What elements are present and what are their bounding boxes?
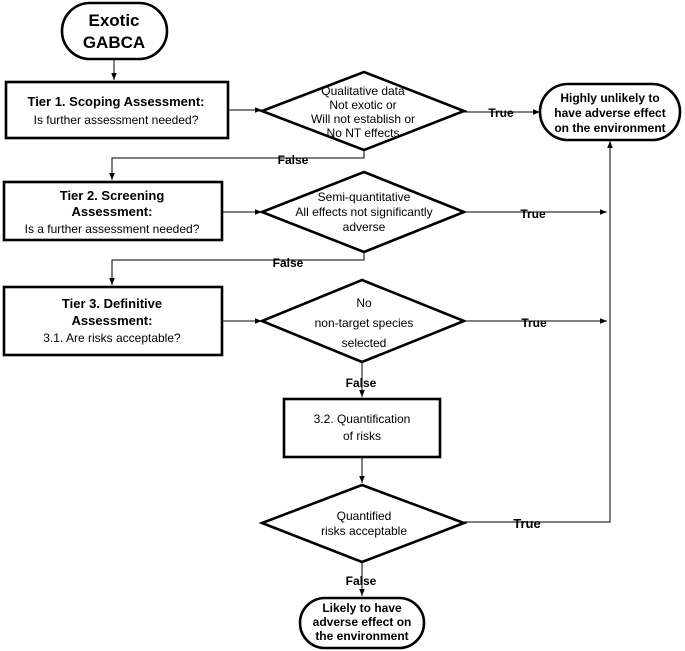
decision2-line1: Semi-quantitative <box>318 190 411 204</box>
decision1-line1: Qualitative data <box>321 84 405 98</box>
outcome-adverse-line2: adverse effect on <box>313 615 412 629</box>
start-line2: GABCA <box>83 33 145 52</box>
edge-labels: True False True False True False True Fa… <box>273 106 547 588</box>
start-line1: Exotic <box>88 11 139 30</box>
quantification-line2: of risks <box>343 429 381 443</box>
decision4-line2: risks acceptable <box>321 524 407 538</box>
outcome-adverse-line3: the environment <box>315 629 408 643</box>
start-node: Exotic GABCA <box>60 1 169 61</box>
tier2-title-line2: Assessment: <box>72 204 153 219</box>
arrow-decision4-true <box>464 141 613 523</box>
tier2-box: Tier 2. Screening Assessment: Is a furth… <box>2 180 224 242</box>
tier1-title: Tier 1. Scoping Assessment: <box>27 94 204 109</box>
connectors <box>109 58 613 596</box>
label-true-decision2: True <box>520 207 546 221</box>
outcome-safe-node: Highly unlikely to have adverse effect o… <box>538 82 682 142</box>
decision1-line4: No NT effects <box>327 126 400 140</box>
tier2-question: Is a further assessment needed? <box>25 222 200 236</box>
tier3-question: 3.1. Are risks acceptable? <box>43 331 181 345</box>
tier3-title-line1: Tier 3. Definitive <box>62 296 162 311</box>
decision1-line3: Will not establish or <box>311 112 415 126</box>
outcome-adverse-node: Likely to have adverse effect on the env… <box>298 596 426 650</box>
decision1-diamond: Qualitative data Not exotic or Will not … <box>258 70 468 152</box>
label-true-decision4: True <box>513 516 540 531</box>
decision4-line1: Quantified <box>337 509 392 523</box>
arrow-decision1-false <box>109 150 365 180</box>
label-false-decision4: False <box>346 574 377 588</box>
tier1-question: Is further assessment needed? <box>34 113 199 127</box>
label-true-decision1: True <box>488 106 514 120</box>
label-true-decision3: True <box>521 316 547 330</box>
quantification-box: 3.2. Quantification of risks <box>282 397 442 459</box>
tier2-title-line1: Tier 2. Screening <box>60 188 165 203</box>
decision2-line2: All effects not significantly <box>295 205 432 219</box>
decision1-line2: Not exotic or <box>329 98 396 112</box>
decision3-line3: selected <box>342 336 387 350</box>
outcome-safe-line3: on the environment <box>554 121 665 135</box>
decision2-line3: adverse <box>343 220 386 234</box>
label-false-decision2: False <box>273 256 304 270</box>
outcome-safe-line2: have adverse effect <box>554 106 665 120</box>
outcome-adverse-line1: Likely to have <box>322 601 402 615</box>
arrow-decision2-false <box>109 252 365 285</box>
tier3-title-line2: Assessment: <box>72 313 153 328</box>
decision4-diamond: Quantified risks acceptable <box>258 483 468 564</box>
decision2-diamond: Semi-quantitative All effects not signif… <box>258 170 468 254</box>
decision3-line1: No <box>356 296 372 310</box>
tier3-box: Tier 3. Definitive Assessment: 3.1. Are … <box>2 285 224 357</box>
label-false-decision3: False <box>346 376 377 390</box>
outcome-safe-line1: Highly unlikely to <box>560 91 659 105</box>
tier1-box: Tier 1. Scoping Assessment: Is further a… <box>4 80 230 140</box>
decision3-diamond: No non-target species selected <box>258 278 468 364</box>
label-false-decision1: False <box>278 153 309 167</box>
quantification-line1: 3.2. Quantification <box>314 412 411 426</box>
decision3-line2: non-target species <box>315 316 414 330</box>
